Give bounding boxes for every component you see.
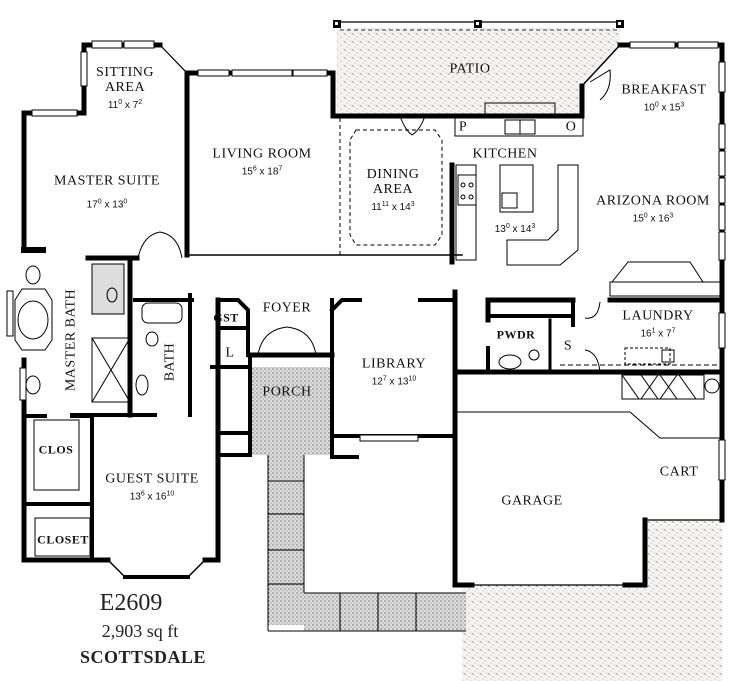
plan-name: SCOTTSDALE bbox=[79, 647, 207, 667]
windows bbox=[6, 40, 726, 481]
plan-square-footage: 2,903 sq ft bbox=[101, 621, 179, 641]
room-patio: PATIO bbox=[450, 62, 491, 77]
room-name: GST bbox=[213, 310, 239, 325]
room-dimensions: 156 x 187 bbox=[241, 165, 283, 178]
patio-area bbox=[333, 20, 624, 116]
room-cart: CART bbox=[660, 465, 699, 480]
room-name: LAUNDRY bbox=[622, 308, 694, 324]
room-foyer: FOYER bbox=[263, 301, 311, 316]
room-name: S bbox=[563, 338, 573, 354]
room-master-suite: MASTER SUITE 170 x 130 bbox=[54, 173, 160, 210]
room-name: KITCHEN bbox=[472, 146, 538, 162]
room-sitting-area: SITTING AREA 110 x 72 bbox=[96, 65, 154, 111]
room-kitchen: KITCHEN bbox=[473, 147, 538, 162]
room-library: LIBRARY 127 x 1310 bbox=[362, 356, 426, 387]
room-name: MASTER BATH bbox=[63, 288, 79, 392]
room-master-bath: MASTER BATH bbox=[64, 289, 79, 391]
room-name: DINING bbox=[366, 166, 420, 182]
room-dimensions: 100 x 153 bbox=[643, 101, 685, 114]
room-dimensions: 110 x 72 bbox=[107, 98, 143, 112]
room-name: CLOS bbox=[38, 442, 74, 457]
room-name: GUEST SUITE bbox=[105, 471, 199, 487]
room-name: AREA bbox=[372, 181, 414, 197]
room-laundry: LAUNDRY 161 x 77 bbox=[622, 308, 693, 339]
room-dimensions: 150 x 163 bbox=[632, 212, 674, 225]
plan-model-number: E2609 bbox=[99, 590, 163, 616]
room-name: P bbox=[458, 119, 468, 135]
room-guest-suite: GUEST SUITE 136 x 1610 bbox=[105, 471, 199, 502]
room-name: SITTING bbox=[96, 64, 154, 80]
room-living-room: LIVING ROOM 156 x 187 bbox=[212, 146, 311, 177]
room-dimensions: 1111 x 143 bbox=[371, 200, 415, 214]
room-storage: S bbox=[564, 339, 572, 354]
room-name: L bbox=[225, 345, 235, 361]
room-porch: PORCH bbox=[262, 385, 311, 400]
room-closet: CLOSET bbox=[37, 533, 89, 548]
room-name: O bbox=[565, 119, 577, 135]
room-dining-area: DINING AREA 1111 x 143 bbox=[367, 167, 420, 213]
room-name: ARIZONA ROOM bbox=[596, 193, 710, 209]
fixtures bbox=[14, 69, 723, 557]
room-dimensions: 170 x 130 bbox=[86, 198, 128, 211]
room-name: PORCH bbox=[262, 384, 312, 400]
room-name: CLOSET bbox=[37, 532, 89, 547]
room-breakfast: BREAKFAST 100 x 153 bbox=[621, 82, 706, 113]
driveway-and-walk bbox=[250, 367, 722, 681]
room-arizona-room: ARIZONA ROOM 150 x 163 bbox=[596, 193, 710, 224]
kitchen-dimensions: 130 x 143 bbox=[494, 222, 536, 236]
room-name: BREAKFAST bbox=[621, 82, 707, 98]
room-name: LIBRARY bbox=[361, 356, 427, 372]
room-dimensions: 127 x 1310 bbox=[371, 375, 417, 388]
room-name: PWDR bbox=[496, 327, 536, 342]
room-powder: PWDR bbox=[497, 328, 536, 343]
room-name: FOYER bbox=[262, 300, 312, 316]
room-name: BATH bbox=[162, 342, 178, 382]
room-linen: L bbox=[225, 346, 234, 361]
room-dimensions: 161 x 77 bbox=[640, 327, 676, 340]
room-name: CART bbox=[659, 464, 699, 480]
room-clos: CLOS bbox=[39, 443, 74, 458]
room-name: AREA bbox=[104, 79, 146, 95]
room-pantry: P bbox=[459, 120, 467, 135]
walls bbox=[21, 42, 725, 588]
room-garage: GARAGE bbox=[501, 494, 562, 509]
room-name: LIVING ROOM bbox=[212, 146, 312, 162]
room-dimensions: 136 x 1610 bbox=[129, 490, 175, 503]
room-name: MASTER SUITE bbox=[54, 173, 160, 189]
room-name: PATIO bbox=[449, 61, 491, 77]
room-oven: O bbox=[566, 120, 577, 135]
room-bath: BATH bbox=[163, 343, 178, 382]
room-name: GARAGE bbox=[501, 493, 563, 509]
room-gst: GST bbox=[213, 311, 239, 326]
